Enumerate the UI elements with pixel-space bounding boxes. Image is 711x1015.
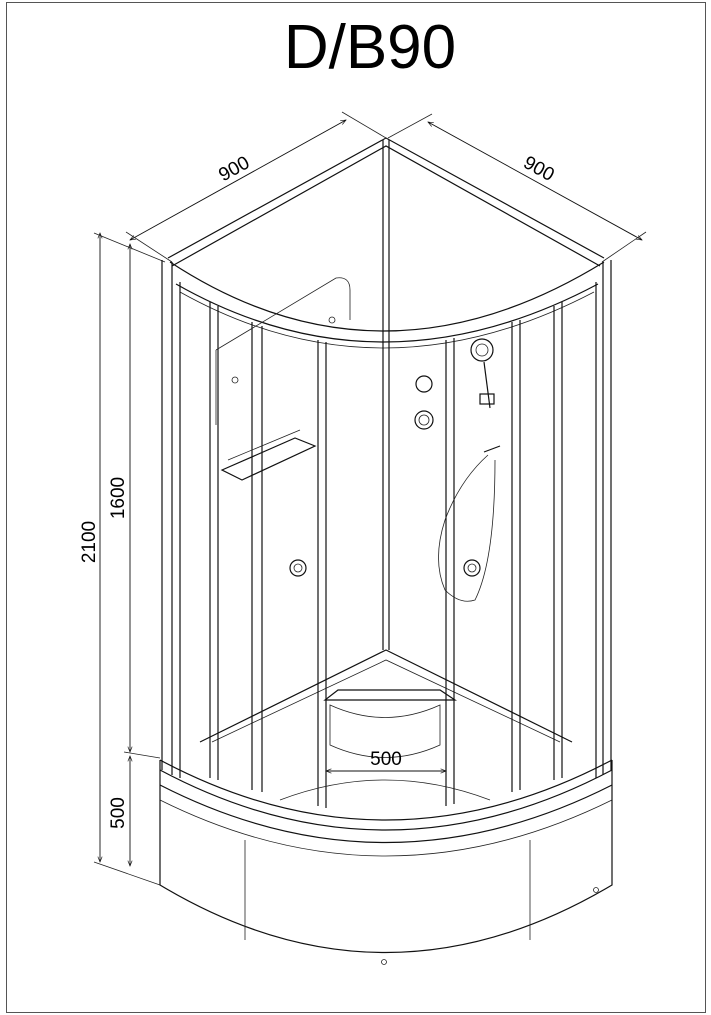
dimension-width-right: 900 (387, 113, 647, 263)
model-title: D/B90 (284, 13, 456, 82)
dimension-label: 500 (108, 797, 129, 829)
dimension-width-left: 900 (125, 111, 387, 263)
dimension-label: 900 (520, 152, 558, 186)
dimension-label: 2100 (79, 521, 100, 563)
dimension-seat-width: 500 (325, 749, 447, 774)
dimension-tray-height: 500 (108, 755, 133, 867)
dimension-label: 1600 (108, 477, 129, 519)
cabin-body (159, 137, 613, 965)
dimension-glass-height: 1600 (108, 243, 161, 759)
drawing-frame (6, 2, 706, 1013)
dimension-label: 500 (370, 749, 402, 770)
dimension-label: 900 (215, 152, 253, 186)
dimension-total-height: 2100 (79, 232, 166, 886)
